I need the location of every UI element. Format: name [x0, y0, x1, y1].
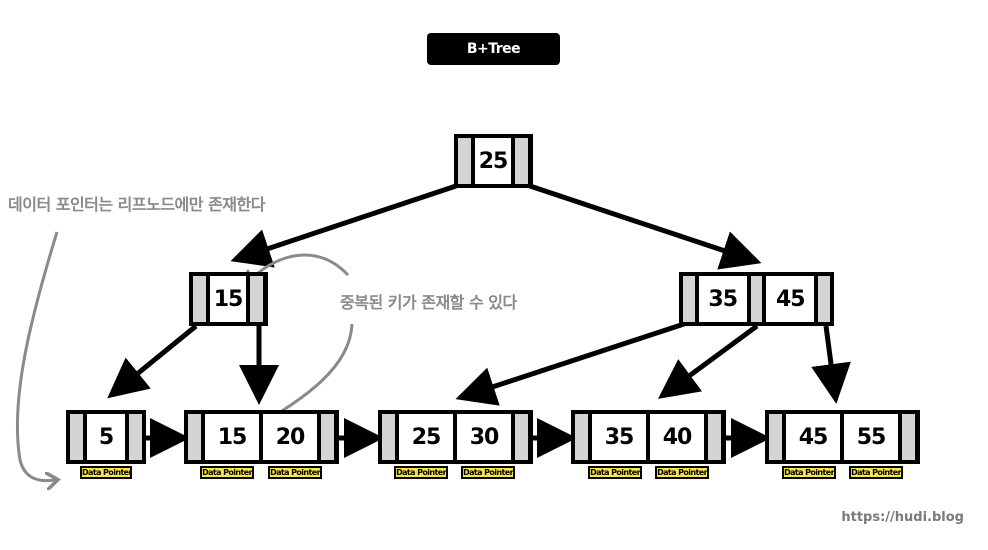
- leaf-key: 25: [399, 414, 453, 460]
- node-separator: [321, 414, 334, 460]
- node-separator: [769, 414, 782, 460]
- leaf-node-25-30: 25 30: [378, 410, 533, 464]
- node-separator: [515, 414, 528, 460]
- node-separator: [458, 138, 471, 184]
- node-separator: [750, 276, 763, 322]
- leaf-key: 20: [263, 414, 317, 460]
- edge-root-to-node-35-45: [529, 183, 762, 270]
- leaf-key: 15: [205, 414, 259, 460]
- leaf-note-annotation: 데이터 포인터는 리프노드에만 존재한다: [8, 195, 265, 214]
- node-separator: [188, 414, 201, 460]
- leaf-key: 55: [844, 414, 898, 460]
- node-separator: [902, 414, 915, 460]
- node-separator: [575, 414, 588, 460]
- leaf-node-15-20: 15 20: [184, 410, 339, 464]
- node-separator: [683, 276, 695, 322]
- data-pointer-label: Data Pointer: [200, 466, 254, 479]
- leaf-key: 5: [87, 414, 125, 460]
- leaf-node-35-40: 35 40: [571, 410, 726, 464]
- data-pointer-label: Data Pointer: [461, 466, 515, 479]
- leaf-key: 45: [786, 414, 840, 460]
- data-pointer-label: Data Pointer: [394, 466, 448, 479]
- internal-node-15: 15: [189, 272, 268, 326]
- leaf-key: 40: [650, 414, 704, 460]
- leaf-node-45-55: 45 55: [765, 410, 920, 464]
- data-pointer-label: Data Pointer: [782, 466, 836, 479]
- leaf-key: 30: [457, 414, 511, 460]
- node-separator: [382, 414, 395, 460]
- data-pointer-label: Data Pointer: [80, 466, 132, 479]
- node-separator: [818, 276, 830, 322]
- diagram-title: B+Tree: [427, 33, 560, 65]
- data-pointer-label: Data Pointer: [268, 466, 322, 479]
- duplicate-key-annotation: 중복된 키가 존재할 수 있다: [340, 293, 517, 312]
- node-separator: [708, 414, 721, 460]
- data-pointer-label: Data Pointer: [588, 466, 642, 479]
- node-separator: [70, 414, 83, 460]
- footer-url: https://hudi.blog: [841, 510, 964, 525]
- leaf-node-5: 5: [66, 410, 146, 464]
- annotation-arrow-leaf-note: [15, 231, 57, 481]
- leaf-key: 35: [592, 414, 646, 460]
- edge-45-to-leaf-35-40: [657, 323, 759, 399]
- data-pointer-label: Data Pointer: [655, 466, 709, 479]
- node-separator: [193, 276, 206, 322]
- data-pointer-label: Data Pointer: [849, 466, 903, 479]
- node-separator: [515, 138, 528, 184]
- edge-root-to-node-15: [230, 183, 457, 268]
- internal-node-35-45: 35 45: [679, 272, 834, 326]
- node-key: 25: [475, 138, 511, 184]
- node-key: 45: [766, 276, 815, 322]
- edge-45-to-leaf-45-55: [811, 325, 851, 404]
- node-separator: [250, 276, 263, 322]
- root-node: 25: [454, 134, 533, 188]
- edge-15-to-leaf-5: [107, 324, 198, 399]
- edge-35-to-leaf-25-30: [455, 321, 685, 406]
- node-key: 15: [210, 276, 246, 322]
- node-separator: [129, 414, 142, 460]
- node-key: 35: [698, 276, 747, 322]
